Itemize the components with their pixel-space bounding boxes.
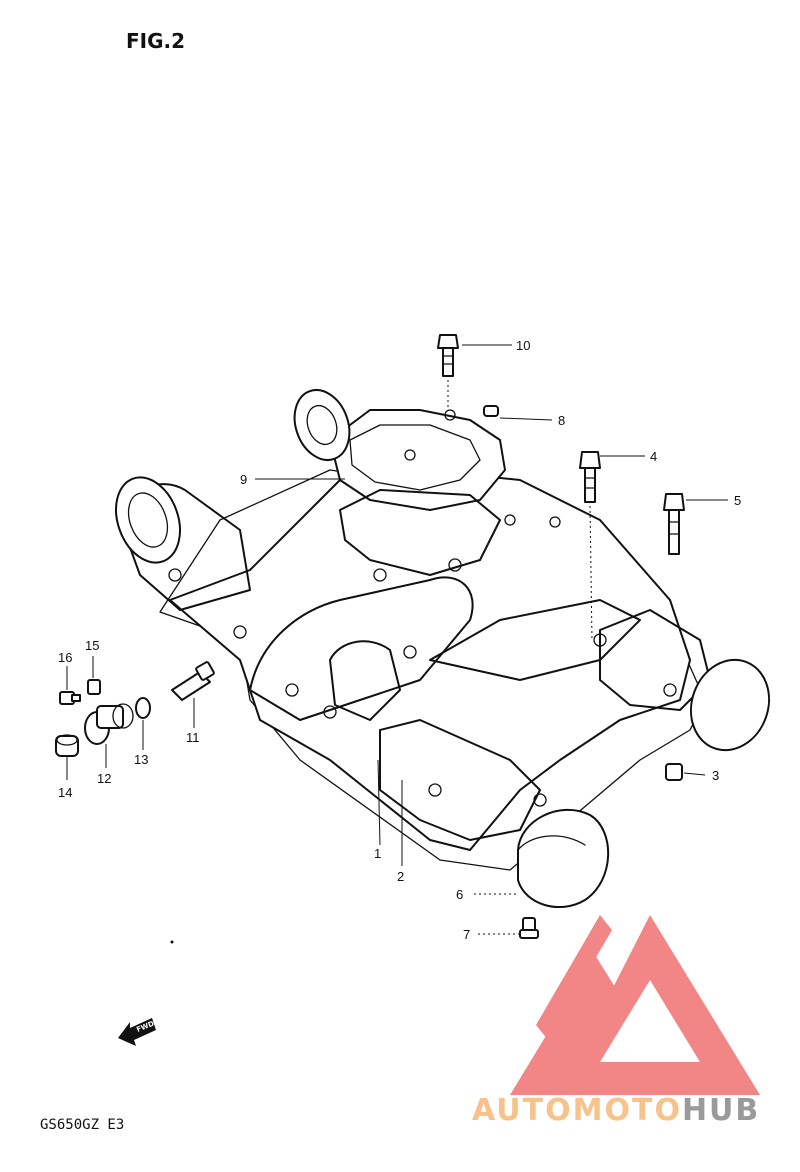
callout-14: 14 [58, 785, 72, 800]
o-ring-part-13 [135, 697, 151, 719]
bolt-part-4 [579, 451, 601, 641]
callout-8: 8 [558, 413, 565, 428]
front-cam-housing [379, 719, 541, 841]
cover-arm-right [429, 599, 641, 681]
automotohub-watermark: AUTOMOTOHUB [472, 915, 760, 1128]
screw-part-7 [519, 917, 539, 939]
scan-speck [170, 940, 174, 944]
figure-title: FIG.2 [126, 29, 185, 53]
callout-7: 7 [463, 927, 470, 942]
cap-part-12 [84, 703, 134, 745]
upper-left-cam-inner [306, 404, 338, 446]
screw-part-16 [59, 691, 81, 705]
callout-3: 3 [712, 768, 719, 783]
cover-arm-left [249, 576, 474, 721]
callout-1: 1 [374, 846, 381, 861]
bolt-part-5 [663, 493, 685, 555]
callout-10: 10 [516, 338, 530, 353]
upper-left-cam-end [293, 389, 351, 461]
cam-end-cap-part-6 [517, 809, 610, 909]
callout-5: 5 [734, 493, 741, 508]
callout-2: 2 [397, 869, 404, 884]
callout-13: 13 [134, 752, 148, 767]
center-cam-housing [329, 640, 401, 721]
breather-nipple-part-8 [483, 405, 499, 417]
right-cam-end-cap [689, 658, 771, 752]
breather-base-plate [339, 489, 501, 576]
callout-numbers: 1 2 3 4 5 6 7 8 9 10 11 12 13 14 15 16 [58, 338, 741, 942]
left-cam-end-inner [127, 492, 169, 548]
model-code: GS650GZ E3 [40, 1117, 124, 1133]
callout-12: 12 [97, 771, 111, 786]
callout-9: 9 [240, 472, 247, 487]
cylinder-head-cover-assembly [115, 389, 711, 871]
leader-lines [66, 344, 728, 935]
callout-15: 15 [85, 638, 99, 653]
breather-cover [329, 409, 506, 511]
callout-16: 16 [58, 650, 72, 665]
left-cam-end-disc [115, 476, 181, 564]
plug-part-11 [171, 661, 215, 701]
plug-part-14 [55, 734, 79, 757]
callout-6: 6 [456, 887, 463, 902]
callout-4: 4 [650, 449, 657, 464]
bolt-part-10 [437, 334, 459, 408]
breather-cover-top [349, 424, 481, 491]
watermark-text-part1: AUTOMOTO [472, 1093, 682, 1128]
dowel-part-3 [665, 763, 683, 781]
watermark-logo-icon [510, 915, 760, 1095]
callout-11: 11 [186, 730, 200, 745]
fwd-arrow: FWD [118, 1018, 156, 1046]
watermark-text-part2: HUB [682, 1093, 760, 1128]
cover-bolt-bosses [168, 409, 677, 807]
cover-body [169, 459, 691, 851]
watermark-text: AUTOMOTOHUB [472, 1093, 760, 1128]
washer-part-15 [87, 679, 101, 695]
